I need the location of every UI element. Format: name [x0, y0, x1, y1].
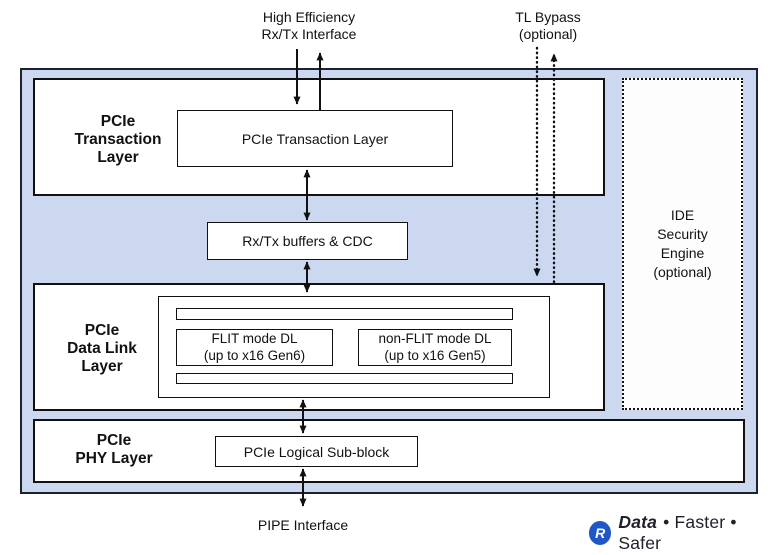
rxtx-buffers-box: Rx/Tx buffers & CDC	[207, 222, 408, 260]
rxtx-buffers-label: Rx/Tx buffers & CDC	[242, 233, 373, 249]
non-flit-mode-box: non-FLIT mode DL (up to x16 Gen5)	[358, 329, 512, 366]
logical-subblock-label: PCIe Logical Sub-block	[243, 443, 390, 460]
data-link-layer-side-label: PCIe Data Link Layer	[67, 322, 137, 375]
logical-subblock-box: PCIe Logical Sub-block	[215, 436, 418, 467]
data-link-bar-bottom	[176, 373, 513, 384]
transaction-layer-box: PCIe Transaction Layer	[177, 110, 453, 167]
label-high-efficiency-interface: High Efficiency Rx/Tx Interface	[261, 9, 357, 42]
label-tl-bypass: TL Bypass (optional)	[515, 9, 581, 42]
logo-tagline: Data• Faster • Safer	[618, 512, 780, 554]
flit-mode-box: FLIT mode DL (up to x16 Gen6)	[176, 329, 333, 366]
logo-tagline-word: Data	[618, 512, 658, 532]
logo-tagline-rest: • Faster • Safer	[618, 512, 737, 553]
flit-mode-label: FLIT mode DL (up to x16 Gen6)	[203, 331, 306, 363]
ide-security-engine-box: IDE Security Engine (optional)	[622, 78, 743, 410]
transaction-layer-side-label: PCIe Transaction Layer	[74, 113, 162, 166]
non-flit-mode-label: non-FLIT mode DL (up to x16 Gen5)	[378, 331, 492, 363]
rambus-logo-icon: R	[589, 521, 612, 545]
label-pipe-interface: PIPE Interface	[257, 517, 349, 533]
phy-layer-side-label: PCIe PHY Layer	[75, 432, 153, 467]
data-link-bar-top	[176, 308, 513, 320]
rambus-logo: R Data• Faster • Safer	[589, 512, 780, 554]
ide-security-engine-label: IDE Security Engine (optional)	[653, 207, 712, 280]
transaction-layer-box-label: PCIe Transaction Layer	[241, 130, 389, 147]
